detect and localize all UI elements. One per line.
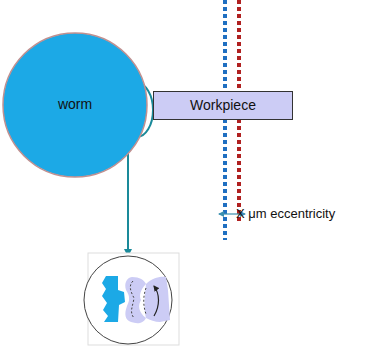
circle-shape [3,33,147,177]
node-label: Workpiece [190,98,256,113]
rotation-arrow [154,286,159,316]
tooth-profile [130,281,134,318]
tooth-profile [144,288,146,314]
workpiece-tooth [125,277,170,323]
worm-tooth [102,276,125,322]
zoom-leader [127,138,129,256]
zoom-circle [84,256,172,344]
dimension-label: X μm eccentricity [236,206,335,221]
workpiece-box: Workpiece [153,91,293,120]
node-label: worm [58,97,92,112]
worm-circle: worm [2,32,148,178]
axis-line [223,0,227,240]
